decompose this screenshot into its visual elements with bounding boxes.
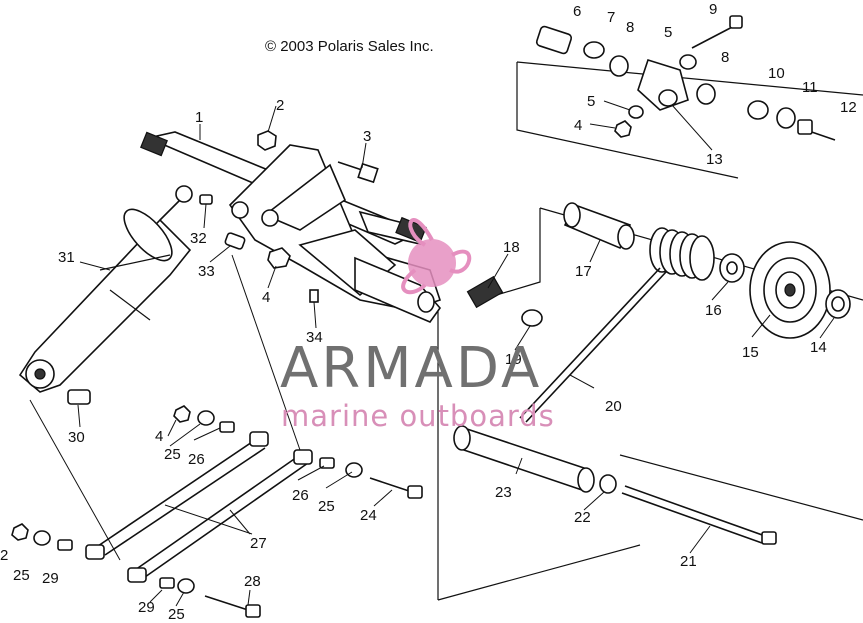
label-33: 33	[198, 263, 215, 280]
label-8-lower: 8	[721, 49, 729, 66]
pin-18	[466, 275, 504, 309]
label-11: 11	[802, 79, 818, 96]
bushing-33	[224, 232, 246, 250]
label-8-upper: 8	[626, 19, 634, 36]
label-32: 32	[190, 230, 207, 247]
label-21: 21	[680, 553, 697, 570]
fitting-34	[309, 289, 319, 303]
label-19: 19	[505, 351, 522, 368]
label-24: 24	[360, 507, 377, 524]
label-4-top: 4	[574, 117, 582, 134]
label-7: 7	[607, 9, 615, 26]
idler-wheel-15	[749, 241, 831, 339]
bushing-30	[67, 389, 91, 405]
label-17: 17	[575, 263, 592, 280]
label-25-mid: 25	[318, 498, 335, 515]
label-15: 15	[742, 344, 759, 361]
cap-14	[825, 289, 851, 319]
label-4: 4	[262, 289, 270, 306]
label-22: 22	[574, 509, 591, 526]
nut-4-center	[267, 247, 291, 269]
washer-16	[719, 253, 745, 283]
label-2: 2	[276, 97, 284, 114]
shock-absorber-31	[18, 185, 193, 393]
label-4-left: 4	[155, 428, 163, 445]
label-23: 23	[495, 484, 512, 501]
label-5-upper: 5	[664, 24, 672, 41]
label-28: 28	[244, 573, 261, 590]
spacer-17	[563, 202, 635, 250]
label-2-left: 2	[0, 547, 8, 564]
tube-19-washer	[417, 291, 543, 327]
bushing-32	[199, 194, 213, 205]
label-30: 30	[68, 429, 85, 446]
top-hardware	[535, 15, 836, 141]
bolt-28	[204, 595, 261, 618]
bolt-24	[369, 477, 423, 499]
bolt-3	[337, 161, 379, 184]
control-rod-27	[85, 431, 313, 583]
label-29-left: 29	[42, 570, 59, 587]
armada-logo-icon	[401, 218, 472, 295]
sleeve-23	[453, 425, 595, 493]
label-20: 20	[605, 398, 622, 415]
label-31: 31	[58, 249, 75, 266]
label-13: 13	[706, 151, 723, 168]
label-14: 14	[810, 339, 827, 356]
label-25-bottom: 25	[168, 606, 185, 623]
copyright-notice: © 2003 Polaris Sales Inc.	[265, 38, 434, 55]
label-25-far-left: 25	[13, 567, 30, 584]
label-12: 12	[840, 99, 857, 116]
label-1: 1	[195, 109, 203, 126]
watermark-title: ARMADA	[280, 336, 542, 401]
label-6: 6	[573, 3, 581, 20]
label-10: 10	[768, 65, 785, 82]
watermark-subtitle: marine outboards	[281, 399, 555, 433]
label-34: 34	[306, 329, 323, 346]
label-26-left: 26	[188, 451, 205, 468]
label-3: 3	[363, 128, 371, 145]
torsion-spring-20	[519, 227, 715, 423]
label-29-bottom: 29	[138, 599, 155, 616]
rod-21	[621, 485, 777, 545]
label-27: 27	[250, 535, 267, 552]
label-25-left: 25	[164, 446, 181, 463]
nut-2-top	[257, 130, 277, 151]
washer-22	[599, 474, 617, 494]
label-16: 16	[705, 302, 722, 319]
label-5-lower: 5	[587, 93, 595, 110]
leader-lines	[29, 100, 835, 607]
label-9: 9	[709, 1, 717, 18]
small-hardware-left	[11, 405, 363, 594]
label-26-mid: 26	[292, 487, 309, 504]
label-18: 18	[503, 239, 520, 256]
